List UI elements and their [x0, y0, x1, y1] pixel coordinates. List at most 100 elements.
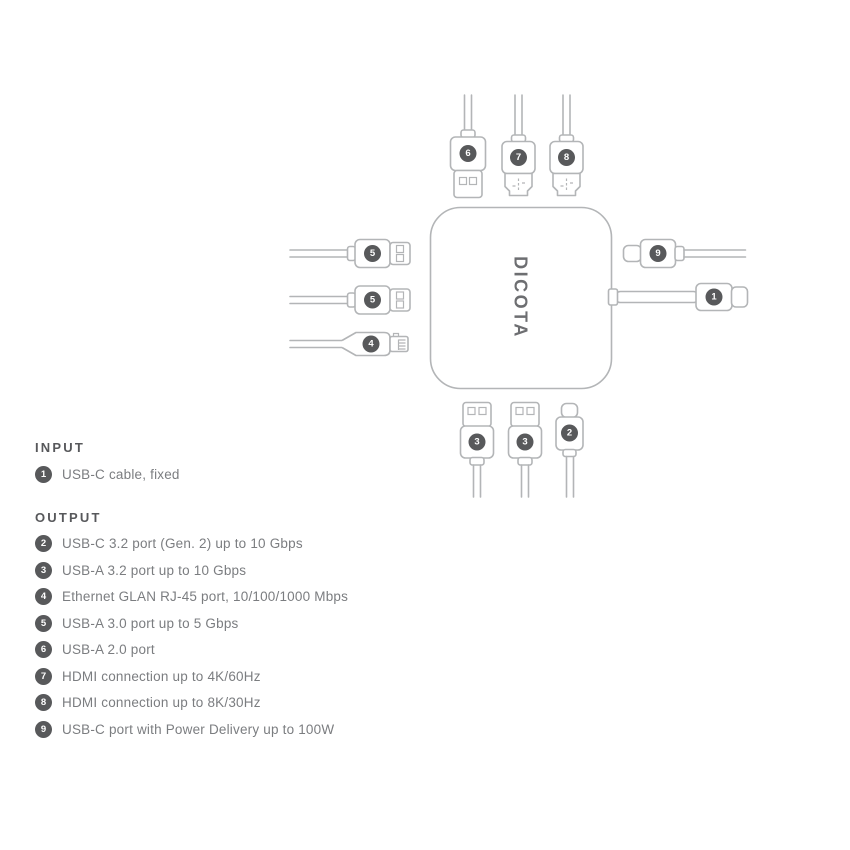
connector-5a-usb-a: 5	[289, 238, 411, 269]
port-badge-1: 1	[705, 288, 723, 306]
connector-4-ethernet: 4	[289, 331, 409, 357]
svg-text:7: 7	[516, 152, 521, 163]
connector-9-usb-c: 9	[622, 238, 747, 269]
usb-a-tip-5a	[389, 241, 411, 266]
cable-8	[562, 94, 571, 137]
legend-item-2: 2 USB-C 3.2 port (Gen. 2) up to 10 Gbps	[35, 531, 455, 558]
usb-a-hole-icon	[395, 300, 405, 309]
svg-text:2: 2	[567, 428, 572, 439]
legend-item-9: 9 USB-C port with Power Delivery up to 1…	[35, 716, 455, 743]
usb-c-tip-2	[560, 402, 579, 419]
usb-a-tip-3b	[510, 401, 540, 428]
connector-6-usb-a: 6	[449, 94, 487, 199]
usb-a-hole-icon	[458, 176, 468, 186]
legend-label-2: USB-C 3.2 port (Gen. 2) up to 10 Gbps	[62, 536, 303, 552]
hub-stub-1	[607, 288, 619, 306]
rj45-pins-icon	[397, 339, 406, 350]
svg-text:3: 3	[474, 437, 479, 448]
connector-7-hdmi: 7	[501, 94, 536, 197]
usb-a-hole-icon	[468, 176, 478, 186]
legend-badge-6: 6	[35, 641, 52, 659]
port-badge-7: 7	[510, 149, 527, 166]
usb-a-hole-icon	[515, 406, 524, 416]
collar-9	[674, 245, 685, 262]
port-badge-9: 9	[649, 245, 667, 262]
port-badge-5a: 5	[364, 245, 381, 262]
legend: INPUT 1 USB-C cable, fixed OUTPUT 2 USB-…	[35, 441, 455, 743]
legend-badge-3: 3	[35, 561, 52, 579]
connector-3a-usb-a: 3	[459, 401, 495, 498]
port-badge-5b: 5	[364, 291, 381, 309]
legend-label-1: USB-C cable, fixed	[62, 466, 180, 482]
cable-5a	[289, 249, 349, 258]
legend-item-6: 6 USB-A 2.0 port	[35, 637, 455, 664]
collar-2	[562, 448, 577, 458]
cable-5b	[289, 295, 349, 305]
legend-label-7: HDMI connection up to 4K/60Hz	[62, 668, 261, 684]
input-heading: INPUT	[35, 440, 85, 455]
svg-text:5: 5	[370, 295, 376, 306]
legend-label-4: Ethernet GLAN RJ-45 port, 10/100/1000 Mb…	[62, 589, 349, 605]
legend-badge-4: 4	[35, 588, 52, 606]
connector-3b-usb-a: 3	[507, 401, 543, 498]
legend-label-9: USB-C port with Power Delivery up to 100…	[62, 721, 335, 737]
legend-badge-8: 8	[35, 694, 52, 712]
svg-text:8: 8	[564, 152, 569, 163]
legend-item-1: 1 USB-C cable, fixed	[35, 461, 455, 488]
legend-label-3: USB-A 3.2 port up to 10 Gbps	[62, 562, 247, 578]
legend-badge-5: 5	[35, 614, 52, 632]
legend-badge-1: 1	[35, 465, 52, 483]
connector-5b-usb-a: 5	[289, 285, 411, 315]
port-badge-3b: 3	[516, 433, 534, 451]
usb-a-tip-3a	[462, 401, 492, 428]
legend-badge-7: 7	[35, 667, 52, 685]
legend-label-8: HDMI connection up to 8K/30Hz	[62, 695, 261, 711]
svg-text:9: 9	[655, 248, 660, 259]
collar-3a	[469, 456, 485, 466]
cable-2	[565, 455, 575, 498]
collar-3b	[517, 456, 533, 466]
port-badge-6: 6	[459, 145, 477, 162]
cable-7	[514, 94, 523, 137]
legend-item-4: 4 Ethernet GLAN RJ-45 port, 10/100/1000 …	[35, 584, 455, 611]
usb-a-hole-icon	[395, 244, 405, 254]
svg-text:6: 6	[465, 148, 470, 159]
svg-text:4: 4	[368, 339, 374, 350]
cable-6	[463, 94, 473, 132]
port-badge-3a: 3	[468, 433, 486, 451]
connector-2-usb-c: 2	[555, 402, 584, 498]
legend-label-6: USB-A 2.0 port	[62, 642, 155, 658]
hub-device: DICOTA	[429, 206, 613, 390]
connector-8-hdmi: 8	[549, 94, 584, 197]
usb-a-hole-icon	[467, 406, 476, 416]
port-badge-4: 4	[362, 335, 380, 353]
usb-c-tip-1	[730, 286, 749, 308]
cable-4	[289, 339, 343, 349]
usb-a-hole-icon	[478, 406, 487, 416]
usb-a-tip-6	[453, 169, 483, 199]
output-heading: OUTPUT	[35, 509, 102, 525]
legend-item-8: 8 HDMI connection up to 8K/30Hz	[35, 690, 455, 717]
hub-logo-text: DICOTA	[511, 256, 531, 339]
connector-1-usb-c-fixed: 1	[607, 282, 749, 312]
svg-text:1: 1	[711, 292, 717, 303]
hub-connectivity-diagram: DICOTA 6 7	[289, 94, 749, 498]
usb-c-tip-9	[622, 244, 643, 263]
usb-a-hole-icon	[395, 253, 405, 263]
hdmi-pins-icon	[560, 182, 573, 187]
usb-a-hole-icon	[395, 291, 405, 300]
hdmi-pins-icon	[512, 182, 525, 187]
port-badge-2: 2	[561, 424, 578, 442]
legend-label-5: USB-A 3.0 port up to 5 Gbps	[62, 615, 239, 631]
legend-item-5: 5 USB-A 3.0 port up to 5 Gbps	[35, 610, 455, 637]
cable-1	[614, 290, 700, 304]
cable-3b	[520, 464, 530, 498]
port-badge-8: 8	[558, 149, 575, 166]
cable-9	[683, 249, 747, 258]
legend-item-7: 7 HDMI connection up to 4K/60Hz	[35, 663, 455, 690]
svg-text:3: 3	[522, 437, 527, 448]
legend-badge-9: 9	[35, 720, 52, 738]
svg-text:5: 5	[370, 248, 376, 259]
usb-a-hole-icon	[526, 406, 535, 416]
